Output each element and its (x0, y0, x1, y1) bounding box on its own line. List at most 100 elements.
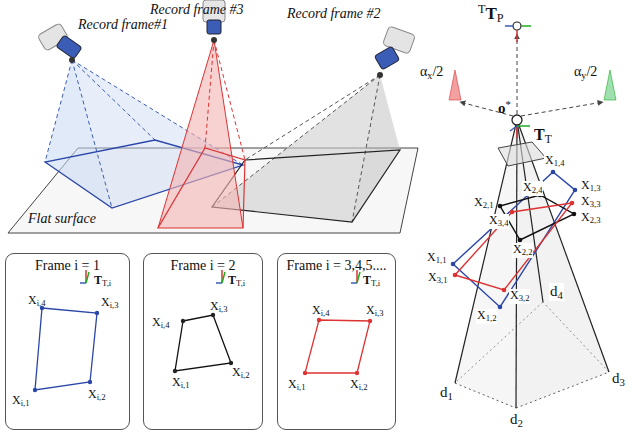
frame-panel: Frame i = 3,4,5....TT,iXi,4Xi,3Xi,1Xi,2 (277, 253, 396, 430)
text-part: X (523, 180, 532, 194)
math-label: X3,1 (427, 271, 448, 286)
math-label: X2,3 (580, 211, 601, 226)
text-part: X (152, 315, 161, 329)
text-part: X (312, 303, 321, 317)
math-label: αx/2 (420, 64, 443, 81)
text-part: 4 (558, 289, 563, 301)
text-part: i,1 (21, 398, 30, 408)
caption-label: Flat surface (28, 211, 96, 227)
text-part: i,3 (219, 304, 228, 314)
text-part: i,4 (161, 320, 170, 330)
text-part: T (228, 273, 236, 287)
math-label: X2,2 (512, 243, 533, 258)
math-label: o* (498, 98, 511, 117)
text-part: Frame i = 1 (35, 258, 100, 273)
point-label: Xi,4 (312, 304, 330, 319)
text-part: α (420, 64, 427, 79)
text-part: i,2 (97, 392, 106, 402)
text-part: T (534, 126, 545, 143)
point-label: Xi,1 (12, 394, 30, 409)
point-label: Xi,4 (152, 316, 170, 331)
math-label: TT (534, 126, 552, 146)
text-part: 2 (518, 417, 523, 429)
text-part: X (545, 153, 554, 167)
point-label: Xi,3 (366, 304, 384, 319)
text-part: 2,3 (590, 215, 601, 225)
grey-frustum (212, 75, 400, 222)
text-part: 3,2 (519, 293, 530, 303)
text-part: i,4 (321, 308, 330, 318)
frame-panel: Frame i = 1TT,iXi,4Xi,3Xi,1Xi,2 (5, 253, 130, 430)
text-part: X (172, 375, 181, 389)
point-label: Xi,2 (88, 388, 106, 403)
panel-quads (33, 306, 372, 392)
math-label: d1 (439, 384, 454, 402)
text-part: 3 (620, 376, 625, 388)
point-label: Xi,1 (172, 376, 190, 391)
text-part: i,3 (110, 300, 119, 310)
point-label: Xi,2 (350, 378, 368, 393)
text-part: T (545, 133, 552, 145)
text-part: X (350, 377, 359, 391)
text-part: X (513, 242, 522, 256)
math-label: X3,3 (580, 195, 601, 210)
text-part: i,3 (375, 308, 384, 318)
point-label: Xi,1 (288, 378, 306, 393)
text-part: X (427, 250, 436, 264)
text-part: X (477, 308, 486, 322)
text-part: X (88, 387, 97, 401)
caption-label: Record frame #2 (287, 6, 381, 22)
text-part: 3,1 (437, 275, 448, 285)
text-part: 2,1 (483, 200, 494, 210)
math-label: X2,1 (473, 196, 494, 211)
text-part: α (574, 64, 581, 79)
text-part: X (581, 194, 590, 208)
text-part: X (210, 299, 219, 313)
text-part: i,1 (181, 380, 190, 390)
text-part: T (478, 2, 485, 16)
text-part: X (489, 213, 498, 227)
projection-pyramid (449, 22, 616, 408)
text-part: X (581, 210, 590, 224)
text-part: i,1 (297, 382, 306, 392)
panel-title: Frame i = 2 (144, 258, 262, 274)
frame-panel: Frame i = 2TT,iXi,4Xi,3Xi,2Xi,1 (143, 253, 263, 430)
text-part: 1 (448, 390, 453, 402)
robot-arm (37, 0, 415, 78)
math-label: d2 (509, 411, 524, 429)
text-part: d (612, 370, 620, 386)
math-label: X1,1 (426, 251, 447, 266)
math-label: X3,2 (509, 289, 530, 304)
text-part: 1,2 (486, 313, 497, 323)
text-part: /2 (432, 64, 443, 79)
text-part: X (288, 377, 297, 391)
text-part: i,2 (241, 370, 250, 380)
text-part: X (510, 288, 519, 302)
panel-title: Frame i = 1 (6, 258, 129, 274)
math-label: d3 (611, 370, 626, 388)
text-part: d (510, 411, 518, 427)
text-part: 2,4 (532, 185, 543, 195)
text-part: x (427, 70, 432, 81)
text-part: T (363, 273, 371, 287)
text-part: X (428, 270, 437, 284)
text-part: X (366, 303, 375, 317)
math-label: X2,4 (522, 181, 543, 196)
text-part: T,i (236, 278, 245, 288)
math-label: X3,4 (488, 214, 509, 229)
point-label: TT,i (363, 274, 380, 289)
math-label: TTP (478, 2, 504, 25)
text-part: P (497, 11, 504, 25)
text-part: y (581, 70, 586, 81)
text-part: X (474, 195, 483, 209)
text-part: 3,3 (590, 199, 601, 209)
point-label: Xi,3 (101, 296, 119, 311)
text-part: Frame i = 2 (170, 258, 235, 273)
point-label: Xi,2 (232, 366, 250, 381)
point-label: Xi,4 (28, 294, 46, 309)
text-part: d (440, 384, 448, 400)
text-part: 1,4 (554, 158, 565, 168)
math-label: X1,4 (544, 154, 565, 169)
text-part: 1,3 (590, 183, 601, 193)
